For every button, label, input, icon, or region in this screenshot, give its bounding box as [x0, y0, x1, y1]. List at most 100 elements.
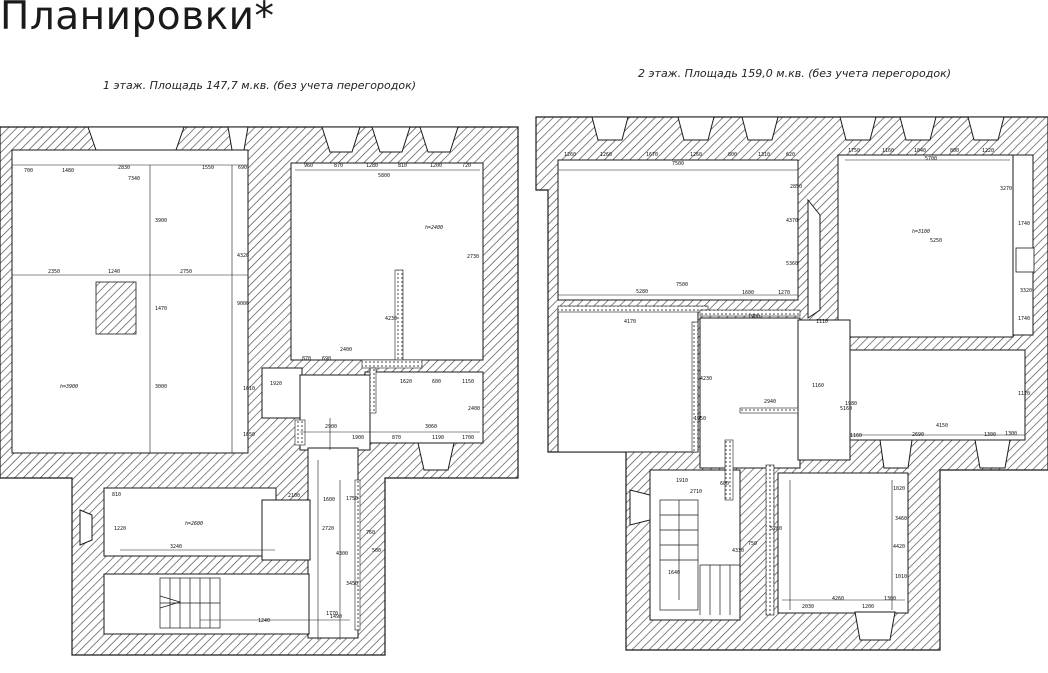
- height-label: h=2400: [425, 225, 443, 231]
- dim-label: 690: [238, 165, 247, 171]
- dim-label: 2720: [322, 526, 334, 532]
- floor-2-room-right-mid: [849, 349, 1026, 441]
- dim-label: 3460: [895, 516, 907, 522]
- dim-label: 5800: [378, 173, 390, 179]
- dim-label: 2710: [690, 489, 702, 495]
- dim-label: 800: [950, 148, 959, 154]
- dim-label: 4170: [624, 319, 636, 325]
- dim-label: 2400: [468, 406, 480, 412]
- dim-label: 870: [302, 356, 311, 362]
- dim-label: 600: [720, 481, 729, 487]
- dim-label: 1490: [330, 614, 342, 620]
- dim-label: 960: [304, 163, 313, 169]
- dim-label: 2900: [325, 424, 337, 430]
- floor-1-plan: 700 1480 2830 1550 690 7340 960 870 1280…: [0, 126, 519, 656]
- floor-2-room-small-right: [1012, 154, 1034, 336]
- dim-label: 4300: [336, 551, 348, 557]
- dim-label: 3000: [155, 384, 167, 390]
- dim-label: 1010: [895, 574, 907, 580]
- dim-label: 1550: [202, 165, 214, 171]
- dim-label: 800: [728, 152, 737, 158]
- dim-label: 3270: [1000, 186, 1012, 192]
- height-label: h=3900: [60, 384, 78, 390]
- dim-label: 3240: [170, 544, 182, 550]
- floor-2-caption: 2 этаж. Площадь 159,0 м.кв. (без учета п…: [638, 67, 952, 80]
- dim-label: 4330: [732, 548, 744, 554]
- floor-1-room-lower-left: [103, 487, 277, 557]
- dim-label: 1600: [742, 290, 754, 296]
- dim-label: 2940: [764, 399, 776, 405]
- dim-label: 3320: [1020, 288, 1032, 294]
- floor-2-plan: 1260 1260 1670 1260 800 1310 620 7500 17…: [535, 116, 1048, 651]
- dim-label: 1260: [564, 152, 576, 158]
- dim-label: 1980: [748, 314, 760, 320]
- dim-label: 7500: [676, 282, 688, 288]
- dim-label: 9000: [237, 301, 249, 307]
- dim-label: 1900: [352, 435, 364, 441]
- dim-label: 5280: [770, 526, 782, 532]
- dim-label: 5160: [840, 406, 852, 412]
- dim-label: 600: [432, 379, 441, 385]
- dim-label: 5280: [636, 289, 648, 295]
- dim-label: 1600: [323, 497, 335, 503]
- dim-label: 1200: [430, 163, 442, 169]
- dim-label: 750: [748, 541, 757, 547]
- dim-label: 1270: [778, 290, 790, 296]
- floor-1-room-stair: [103, 573, 310, 635]
- dim-label: 700: [24, 168, 33, 174]
- dim-label: 4230: [700, 376, 712, 382]
- dim-label: 1300: [984, 432, 996, 438]
- dim-label: 1220: [114, 526, 126, 532]
- floor-1-room-right-top: [290, 162, 484, 361]
- dim-label: 500: [372, 548, 381, 554]
- dim-label: 1200: [862, 604, 874, 610]
- dim-label: 3060: [425, 424, 437, 430]
- dim-label: 1220: [982, 148, 994, 154]
- floor-2-dimensions: 1260 1260 1670 1260 800 1310 620 7500 17…: [564, 148, 1032, 610]
- dim-label: 4370: [786, 218, 798, 224]
- height-label: h=2600: [185, 521, 203, 527]
- floor-2-stairs: [659, 499, 740, 615]
- dim-label: 5360: [786, 261, 798, 267]
- dim-label: 4420: [893, 544, 905, 550]
- dim-label: 1280: [366, 163, 378, 169]
- dim-label: 870: [334, 163, 343, 169]
- dim-label: 1920: [270, 381, 282, 387]
- floor-1-stairs: [159, 577, 221, 629]
- dim-label: 4260: [832, 596, 844, 602]
- dim-label: 760: [366, 530, 375, 536]
- dim-label: 3900: [155, 218, 167, 224]
- dim-label: 620: [786, 152, 795, 158]
- floor-1-room-right-bottom: [364, 371, 484, 444]
- dim-label: 1300: [1005, 431, 1017, 437]
- dim-label: 1240: [258, 618, 270, 624]
- dim-label: 2690: [912, 432, 924, 438]
- dim-label: 1190: [432, 435, 444, 441]
- floor-2-room-bottom-right: [777, 472, 909, 614]
- dim-label: 1470: [155, 306, 167, 312]
- dim-label: 1740: [1018, 316, 1030, 322]
- dim-label: 2830: [118, 165, 130, 171]
- dim-label: 870: [392, 435, 401, 441]
- dim-label: 1910: [676, 478, 688, 484]
- dim-label: 1310: [758, 152, 770, 158]
- dim-label: 1740: [1018, 221, 1030, 227]
- dim-label: 1260: [600, 152, 612, 158]
- floor-1-dimensions: 700 1480 2830 1550 690 7340 960 870 1280…: [24, 163, 480, 624]
- dim-label: 1980: [845, 401, 857, 407]
- dim-label: 2030: [802, 604, 814, 610]
- floor-2-room-top-right: [837, 154, 1014, 338]
- dim-label: 1160: [850, 433, 862, 439]
- dim-label: 1670: [646, 152, 658, 158]
- dim-label: 7340: [128, 176, 140, 182]
- dim-label: 1260: [690, 152, 702, 158]
- dim-label: 2730: [467, 254, 479, 260]
- floor-1-room-small: [261, 499, 311, 561]
- dim-label: 1650: [243, 432, 255, 438]
- dim-label: 1160: [812, 383, 824, 389]
- dim-label: 1700: [462, 435, 474, 441]
- dim-label: 1040: [914, 148, 926, 154]
- dim-label: 1950: [694, 416, 706, 422]
- dim-label: 1480: [62, 168, 74, 174]
